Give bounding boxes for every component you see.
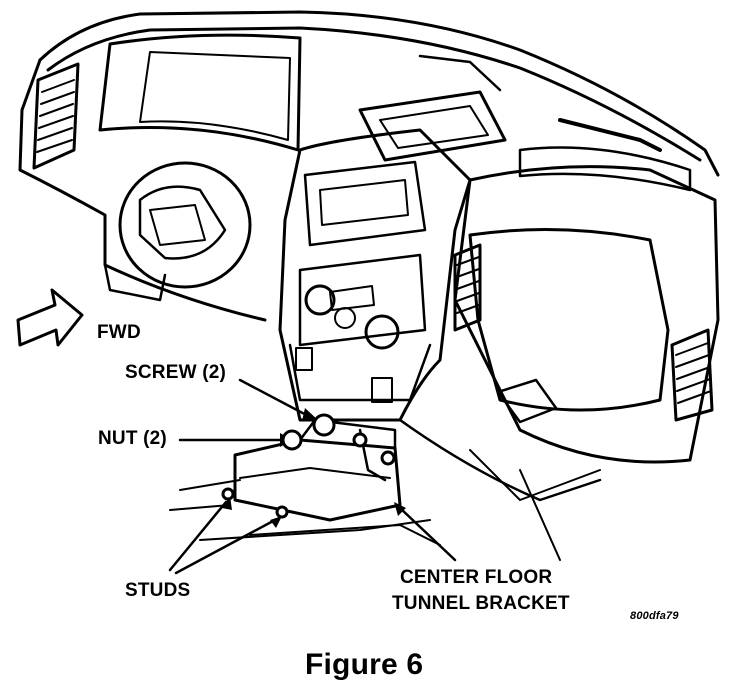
stud-right: [275, 505, 289, 519]
glovebox-vent: [453, 243, 482, 332]
right-vent: [670, 328, 714, 422]
fwd-label: FWD: [97, 322, 141, 343]
figure-code: 800dfa79: [630, 610, 679, 622]
center-floor-label: CENTER FLOOR: [400, 567, 553, 588]
nut-left: [281, 429, 303, 451]
nut-label: NUT (2): [98, 428, 167, 449]
cluster-hood: [98, 33, 302, 152]
screw-left: [312, 413, 336, 437]
screw-label: SCREW (2): [125, 362, 227, 383]
dash-top-contour: [38, 10, 720, 177]
tunnel-bracket-label: TUNNEL BRACKET: [392, 593, 570, 614]
studs-label: STUDS: [125, 580, 191, 601]
steering-column-opening: [118, 161, 252, 289]
leader-lines: [168, 378, 457, 575]
center-top-vent: [358, 90, 507, 162]
right-dash: [453, 165, 720, 464]
dash-upper-edge: [46, 26, 702, 162]
figure-caption: Figure 6: [305, 648, 424, 681]
tunnel-bracket: [233, 438, 402, 522]
fwd-arrow: [16, 288, 84, 347]
center-stack: [278, 128, 472, 422]
left-vent: [32, 62, 80, 170]
glovebox: [468, 228, 670, 412]
stud-left: [221, 487, 235, 501]
fasteners: [221, 413, 396, 519]
